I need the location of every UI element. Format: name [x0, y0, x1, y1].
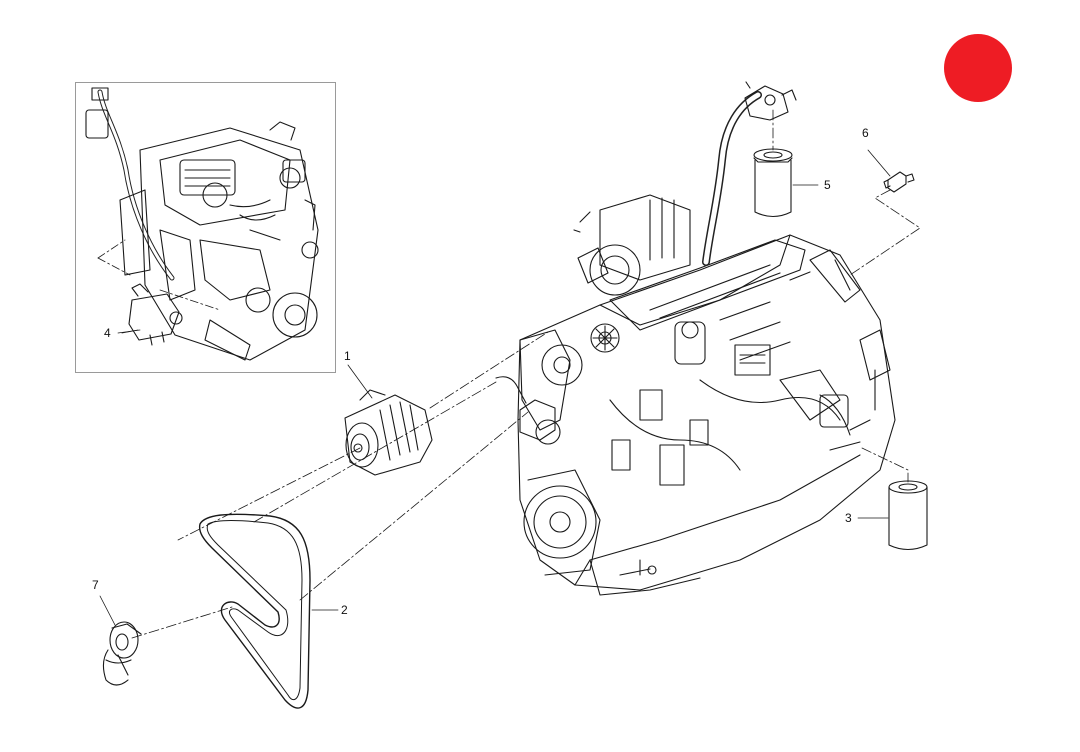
assembly-lines [131, 109, 921, 639]
status-indicator-dot [944, 34, 1012, 102]
callout-4[interactable]: 4 [104, 326, 111, 340]
oil-filter-drawing [888, 480, 928, 551]
leader-lines [99, 149, 891, 626]
main-engine-drawing [495, 81, 896, 596]
callout-7[interactable]: 7 [92, 578, 99, 592]
callout-1[interactable]: 1 [344, 349, 351, 363]
inset-frame [75, 82, 336, 373]
fuel-filter-drawing [753, 148, 793, 218]
sensor-drawing [883, 171, 915, 193]
inset-engine-drawing [85, 87, 319, 361]
idler-pulley-drawing [102, 621, 142, 686]
callout-6[interactable]: 6 [862, 126, 869, 140]
callout-3[interactable]: 3 [845, 511, 852, 525]
alternator-drawing [344, 389, 433, 476]
callout-2[interactable]: 2 [341, 603, 348, 617]
belt-drawing [198, 513, 311, 709]
callout-5[interactable]: 5 [824, 178, 831, 192]
